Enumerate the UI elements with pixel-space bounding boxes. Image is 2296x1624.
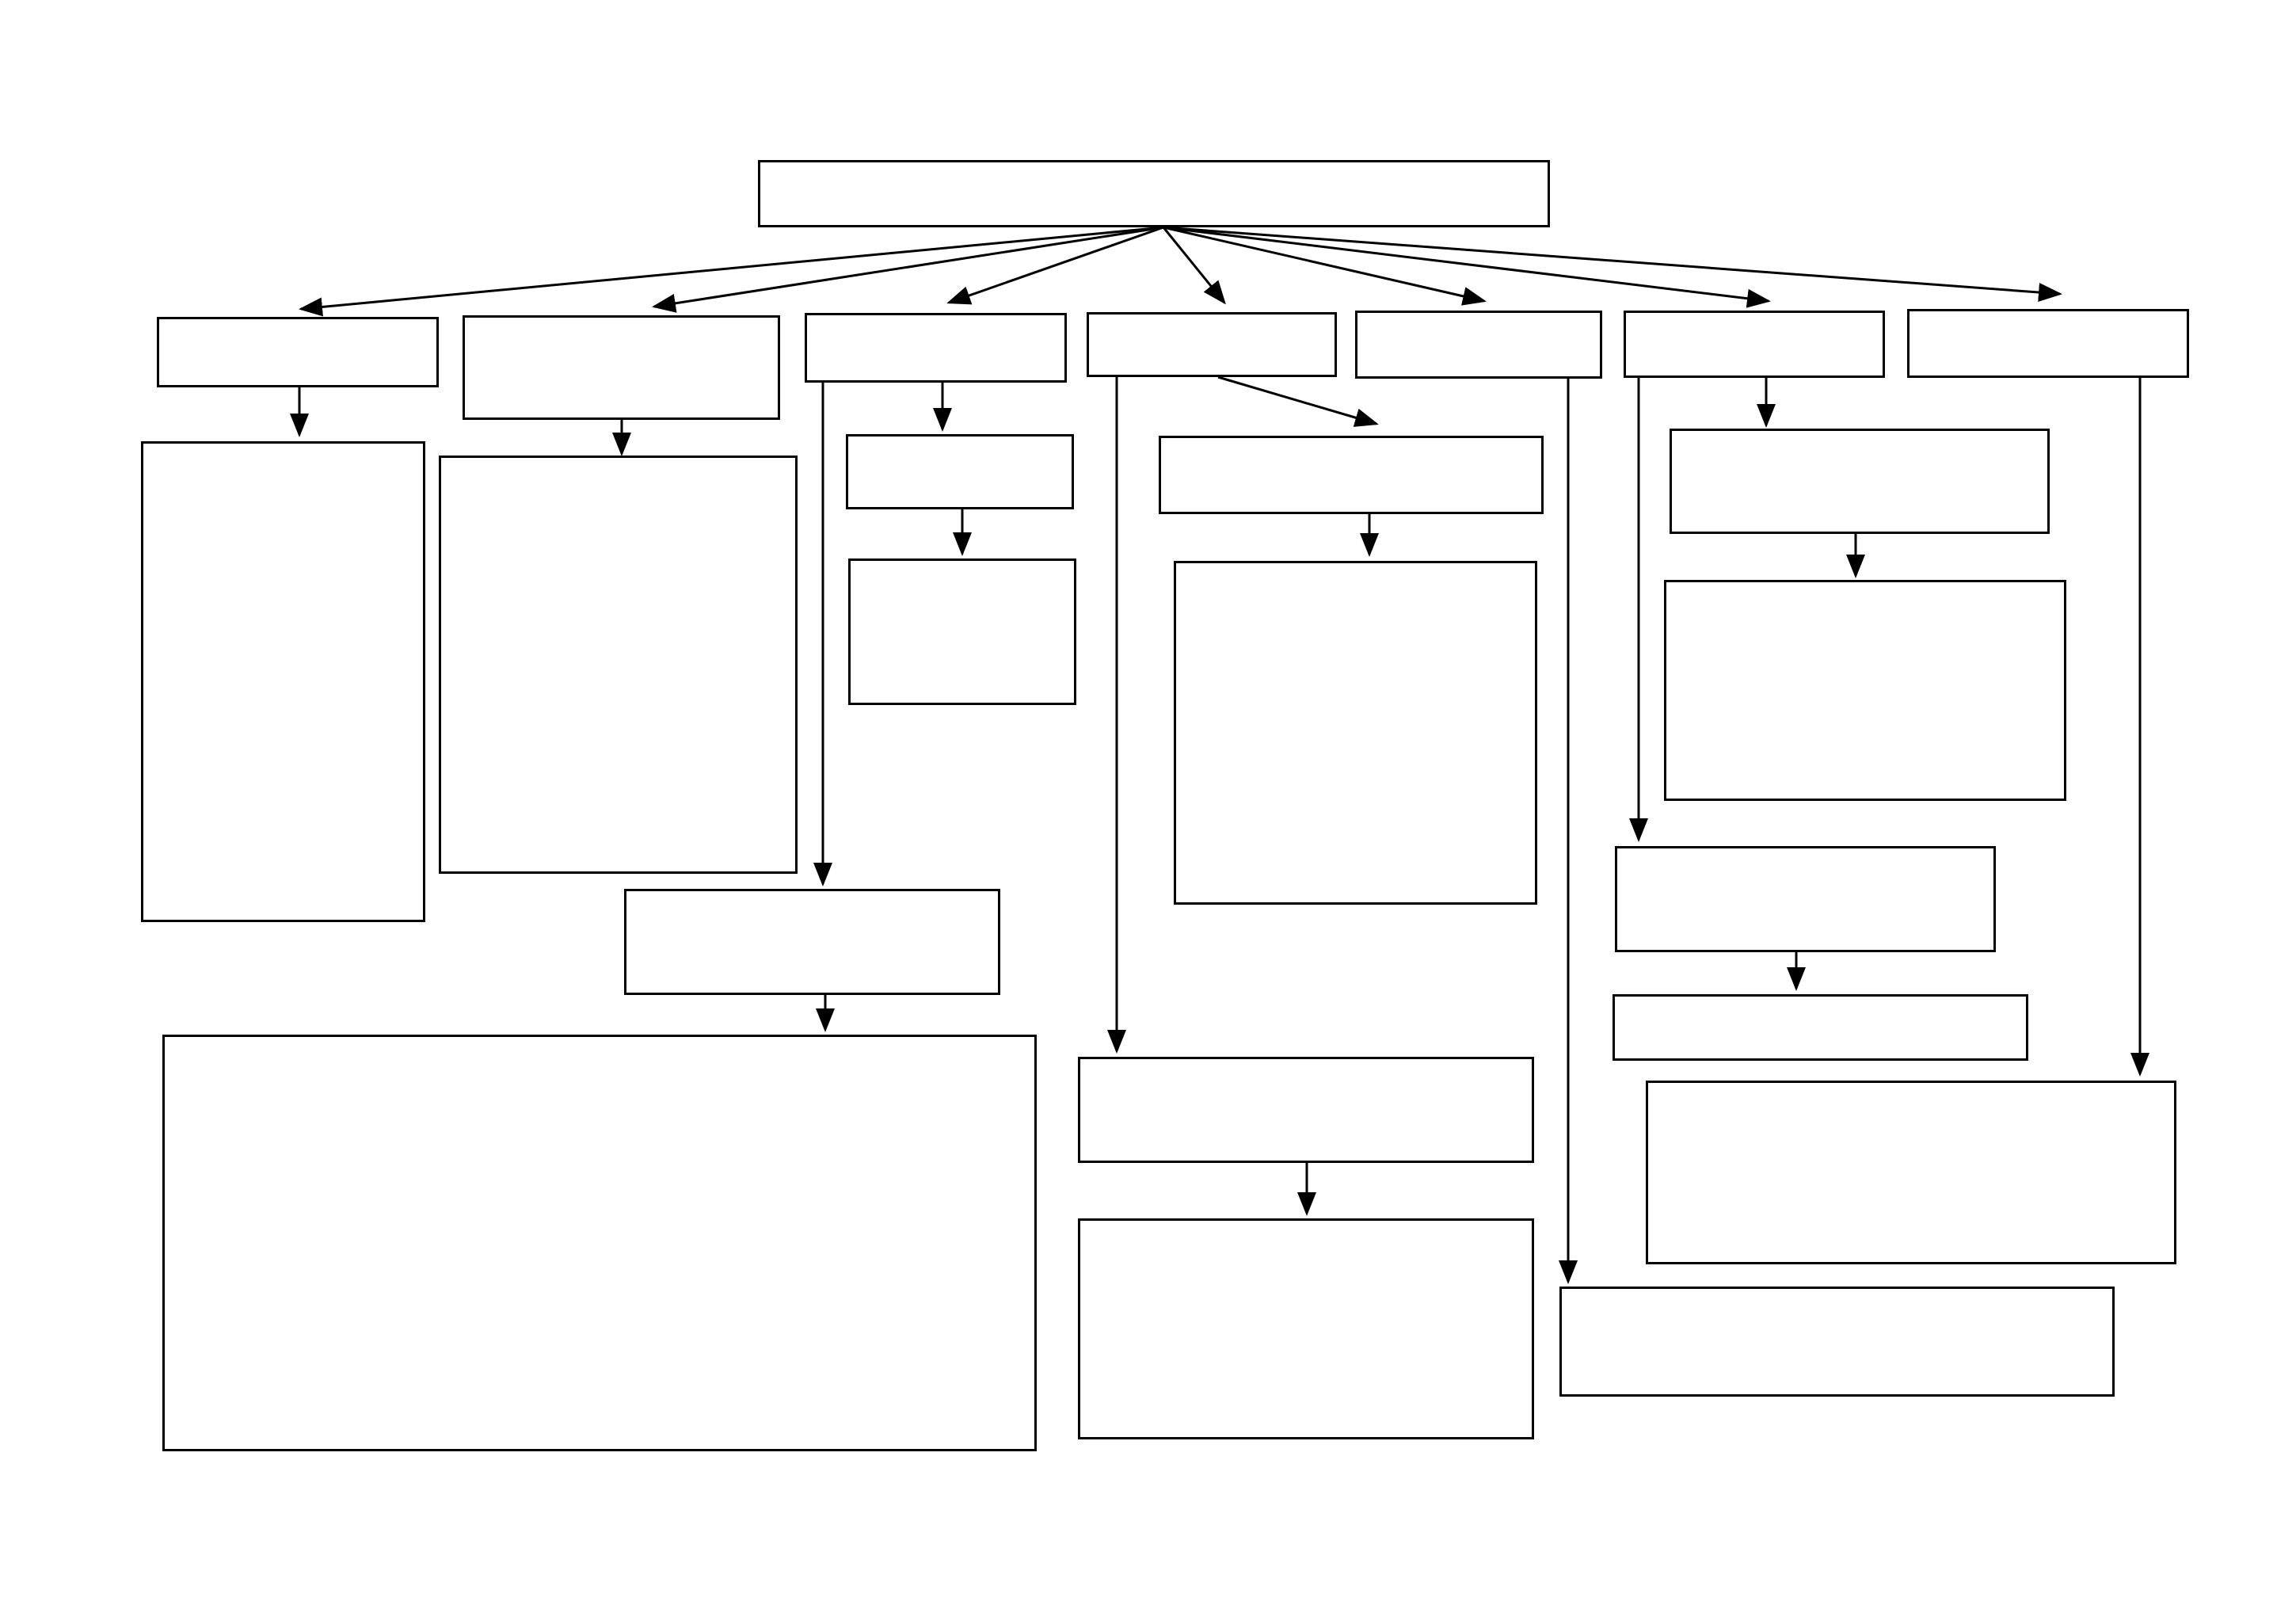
root-box	[758, 160, 1550, 227]
arrow-root-to-c6	[1163, 226, 1771, 308]
branch-box-4	[1087, 312, 1337, 377]
detail-box-3b	[848, 558, 1076, 705]
branch-box-7	[1907, 309, 2189, 378]
arrow-c4-to-c4a	[1217, 376, 1379, 427]
branch-box-1	[157, 317, 439, 387]
detail-box-5a	[1559, 1287, 2115, 1397]
branch-box-5	[1355, 311, 1602, 379]
detail-box-6d	[1613, 994, 2028, 1061]
detail-box-3d	[162, 1035, 1037, 1451]
arrow-root-to-c4	[1162, 227, 1226, 305]
arrow-root-to-c7	[1163, 226, 2062, 302]
detail-box-7a	[1646, 1081, 2176, 1264]
detail-box-3a	[846, 434, 1074, 509]
detail-box-2a	[439, 456, 798, 874]
arrow-root-to-c5	[1163, 226, 1487, 306]
detail-box-6c	[1615, 846, 1996, 952]
detail-box-4d	[1078, 1218, 1534, 1439]
branch-box-3	[805, 313, 1067, 383]
detail-box-4b	[1174, 561, 1537, 905]
detail-box-6a	[1670, 429, 2050, 534]
branch-box-6	[1624, 311, 1885, 378]
detail-box-4c	[1078, 1057, 1534, 1163]
arrow-root-to-c3	[946, 226, 1164, 305]
branch-box-2	[463, 315, 780, 420]
detail-box-3c	[624, 889, 1000, 995]
detail-box-1a	[141, 441, 425, 922]
detail-box-6b	[1664, 580, 2066, 801]
arrow-root-to-c2	[652, 226, 1164, 313]
arrow-root-to-c1	[299, 226, 1164, 317]
detail-box-4a	[1159, 436, 1544, 514]
